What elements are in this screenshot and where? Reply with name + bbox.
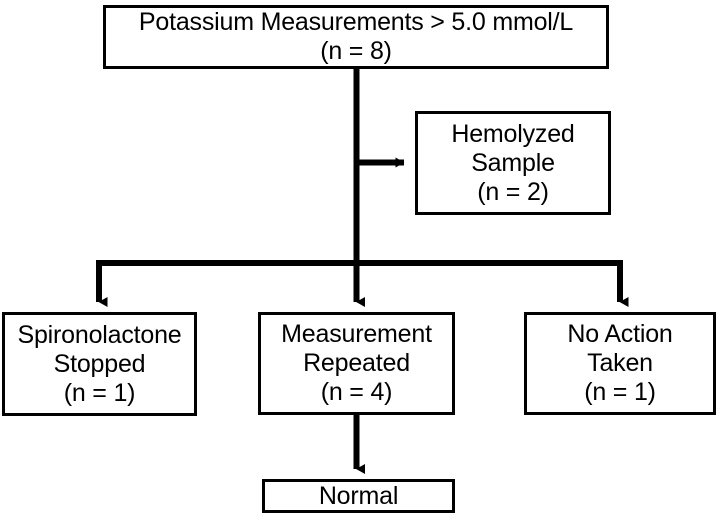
node-normal-line1: Normal: [318, 481, 399, 510]
node-root-line2: (n = 8): [320, 37, 392, 65]
node-spironolactone-line1: Spironolactone: [17, 320, 182, 349]
node-noaction-line3: (n = 1): [584, 378, 656, 406]
node-measurement-line3: (n = 4): [320, 378, 393, 406]
node-hemolyzed-line1: Hemolyzed: [451, 119, 575, 148]
node-root-line1: Potassium Measurements > 5.0 mmol/L: [138, 8, 574, 36]
node-hemolyzed-line2: Sample: [471, 148, 555, 177]
node-no-action-taken: No Action Taken (n = 1): [524, 312, 716, 415]
node-measurement-line1: Measurement: [281, 320, 432, 348]
node-noaction-line1: No Action: [567, 320, 673, 348]
node-hemolyzed-sample: Hemolyzed Sample (n = 2): [415, 111, 611, 215]
node-spironolactone-line2: Stopped: [53, 349, 146, 378]
node-normal: Normal: [262, 479, 455, 513]
node-noaction-line2: Taken: [587, 349, 653, 377]
node-hemolyzed-line3: (n = 2): [477, 177, 549, 206]
node-spironolactone-line3: (n = 1): [63, 378, 136, 407]
node-measurement-line2: Repeated: [303, 349, 410, 377]
node-spironolactone-stopped: Spironolactone Stopped (n = 1): [2, 312, 197, 416]
node-measurement-repeated: Measurement Repeated (n = 4): [258, 312, 455, 415]
node-potassium-measurements: Potassium Measurements > 5.0 mmol/L (n =…: [103, 5, 609, 69]
